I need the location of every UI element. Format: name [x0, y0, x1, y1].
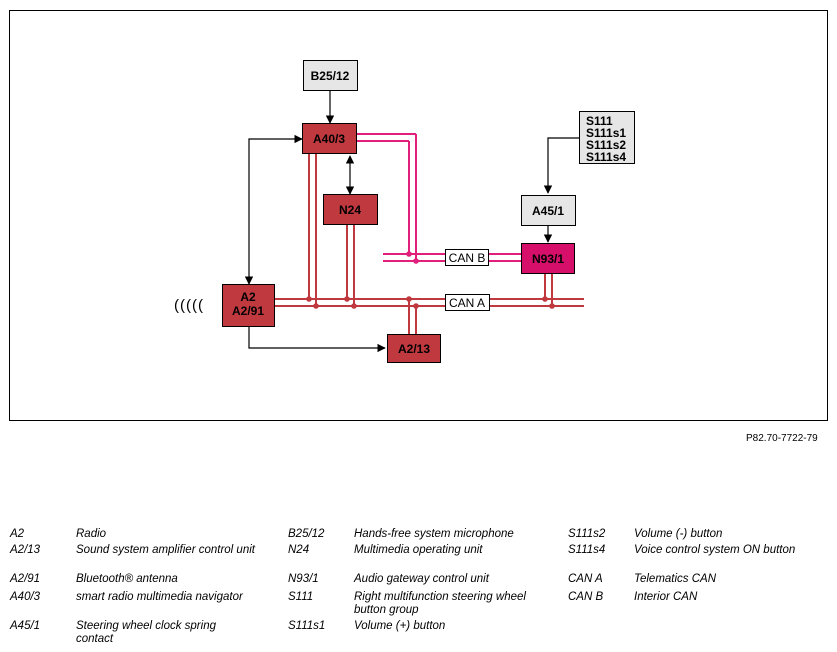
legend-desc: Radio: [76, 528, 107, 540]
legend-code: N93/1: [288, 573, 319, 585]
box-s111: S111 S111s1 S111s2 S111s4: [579, 111, 635, 164]
box-n24: N24: [323, 194, 378, 225]
box-a2-label-2: A2/91: [232, 304, 264, 318]
legend-desc: Multimedia operating unit: [354, 544, 483, 556]
legend-code: A45/1: [10, 620, 41, 632]
can-a-label: CAN A: [445, 294, 490, 311]
box-a45-1: A45/1: [521, 195, 576, 226]
legend-code: S111s4: [568, 544, 606, 556]
wiring-diagram: B25/12 A40/3 N24 A2 A2/91 A2/13 S111 S11…: [9, 10, 828, 421]
legend-desc: Volume (-) button: [634, 528, 723, 540]
box-b25-12-label: B25/12: [311, 69, 350, 83]
box-s111-label-1: S111: [586, 114, 613, 128]
box-a2-13-label: A2/13: [398, 342, 430, 356]
box-a40-3-label: A40/3: [313, 132, 345, 146]
can-a-junctions: [306, 296, 555, 309]
legend-code: B25/12: [288, 528, 325, 540]
arrow-a2-to-a2-13: [248, 327, 386, 353]
legend-desc: Right multifunction steering wheel butto…: [354, 591, 526, 616]
box-s111-label-2: S111s1: [586, 126, 626, 140]
box-b25-12: B25/12: [303, 60, 358, 91]
signal-arrows: [244, 91, 579, 353]
legend-desc: Telematics CAN: [634, 573, 717, 585]
legend-desc: Hands-free system microphone: [354, 528, 514, 540]
legend-desc: Interior CAN: [634, 591, 698, 603]
can-b-label: CAN B: [445, 249, 489, 266]
box-a2-13: A2/13: [387, 334, 441, 363]
legend-code: CAN B: [568, 591, 604, 603]
box-n24-label: N24: [339, 203, 361, 217]
legend-desc: Voice control system ON button: [634, 544, 796, 556]
box-n93-1-label: N93/1: [532, 252, 564, 266]
box-a40-3: A40/3: [302, 123, 357, 154]
legend-desc: Steering wheel clock spring contact: [76, 620, 216, 645]
legend-code: A2/13: [10, 544, 41, 556]
box-a2: A2 A2/91: [222, 284, 275, 327]
legend-code: N24: [288, 544, 310, 556]
arrow-a40-a2: [244, 134, 303, 285]
figure-reference: P82.70-7722-79: [746, 433, 818, 444]
box-n93-1: N93/1: [521, 243, 575, 274]
box-s111-label-3: S111s2: [586, 138, 626, 152]
arrow-s111-to-a45: [543, 137, 579, 194]
box-a2-label-1: A2: [240, 290, 256, 304]
legend-code: A2/91: [10, 573, 41, 585]
legend-code: S111: [288, 591, 314, 603]
legend-code: S111s1: [288, 620, 326, 632]
legend-code: S111s2: [568, 528, 606, 540]
box-s111-label-4: S111s4: [586, 150, 626, 164]
svg-text:CAN B: CAN B: [449, 251, 486, 265]
legend-desc: Sound system amplifier control unit: [76, 544, 255, 556]
legend: A2 Radio A2/13 Sound system amplifier co…: [0, 528, 837, 652]
legend-code: A40/3: [10, 591, 41, 603]
svg-text:CAN A: CAN A: [449, 296, 485, 310]
can-a-bus: [274, 154, 584, 334]
legend-desc: Bluetooth® antenna: [76, 573, 178, 585]
legend-code: A2: [10, 528, 25, 540]
can-b-junctions: [406, 251, 419, 264]
legend-desc: Volume (+) button: [354, 620, 446, 632]
antenna-waves-icon: (((((: [174, 297, 204, 314]
box-a45-1-label: A45/1: [532, 204, 564, 218]
legend-code: CAN A: [568, 573, 603, 585]
legend-desc: Audio gateway control unit: [354, 573, 489, 585]
legend-desc: smart radio multimedia navigator: [76, 591, 243, 603]
